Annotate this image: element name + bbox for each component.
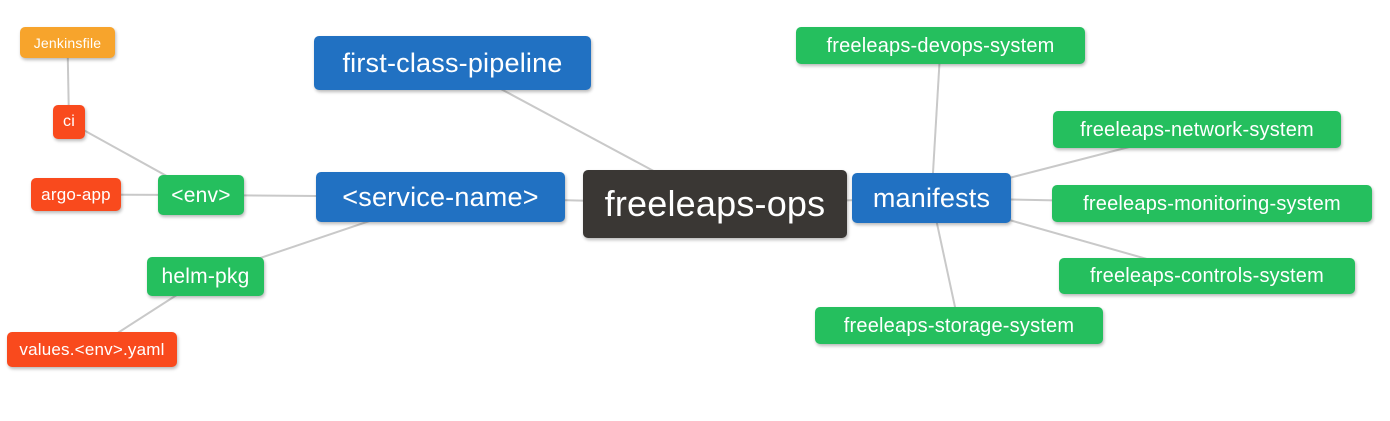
node-values-env-yaml[interactable]: values.<env>.yaml	[7, 332, 177, 367]
node-label-ci: ci	[63, 113, 75, 130]
node-label-values-env-yaml: values.<env>.yaml	[19, 340, 165, 359]
node-jenkinsfile[interactable]: Jenkinsfile	[20, 27, 115, 58]
node-label-helm-pkg: helm-pkg	[161, 265, 250, 288]
node-freeleaps-monitoring-system[interactable]: freeleaps-monitoring-system	[1052, 185, 1372, 222]
node-helm-pkg[interactable]: helm-pkg	[147, 257, 264, 296]
node-first-class-pipeline[interactable]: first-class-pipeline	[314, 36, 591, 90]
node-label-freeleaps-ops: freeleaps-ops	[604, 183, 826, 224]
node-ci[interactable]: ci	[53, 105, 85, 139]
node-freeleaps-ops[interactable]: freeleaps-ops	[583, 170, 847, 238]
node-freeleaps-devops-system[interactable]: freeleaps-devops-system	[796, 27, 1085, 64]
node-label-freeleaps-controls-system: freeleaps-controls-system	[1090, 265, 1324, 287]
node-label-env: <env>	[171, 183, 231, 207]
edge-manifests--freeleaps-devops-system	[930, 45, 942, 199]
node-label-freeleaps-devops-system: freeleaps-devops-system	[826, 34, 1055, 57]
node-env[interactable]: <env>	[158, 175, 244, 215]
node-label-freeleaps-network-system: freeleaps-network-system	[1080, 118, 1314, 141]
node-freeleaps-storage-system[interactable]: freeleaps-storage-system	[815, 307, 1103, 344]
node-label-freeleaps-storage-system: freeleaps-storage-system	[843, 314, 1075, 337]
node-argo-app[interactable]: argo-app	[31, 178, 121, 211]
node-label-first-class-pipeline: first-class-pipeline	[342, 47, 563, 78]
node-manifests[interactable]: manifests	[852, 173, 1011, 223]
node-freeleaps-controls-system[interactable]: freeleaps-controls-system	[1059, 258, 1355, 294]
node-freeleaps-network-system[interactable]: freeleaps-network-system	[1053, 111, 1341, 148]
node-label-jenkinsfile: Jenkinsfile	[33, 34, 102, 51]
node-label-manifests: manifests	[872, 182, 991, 213]
node-label-argo-app: argo-app	[41, 185, 111, 204]
node-label-service-name: <service-name>	[342, 181, 539, 212]
node-service-name[interactable]: <service-name>	[316, 172, 565, 222]
node-label-freeleaps-monitoring-system: freeleaps-monitoring-system	[1083, 192, 1341, 215]
